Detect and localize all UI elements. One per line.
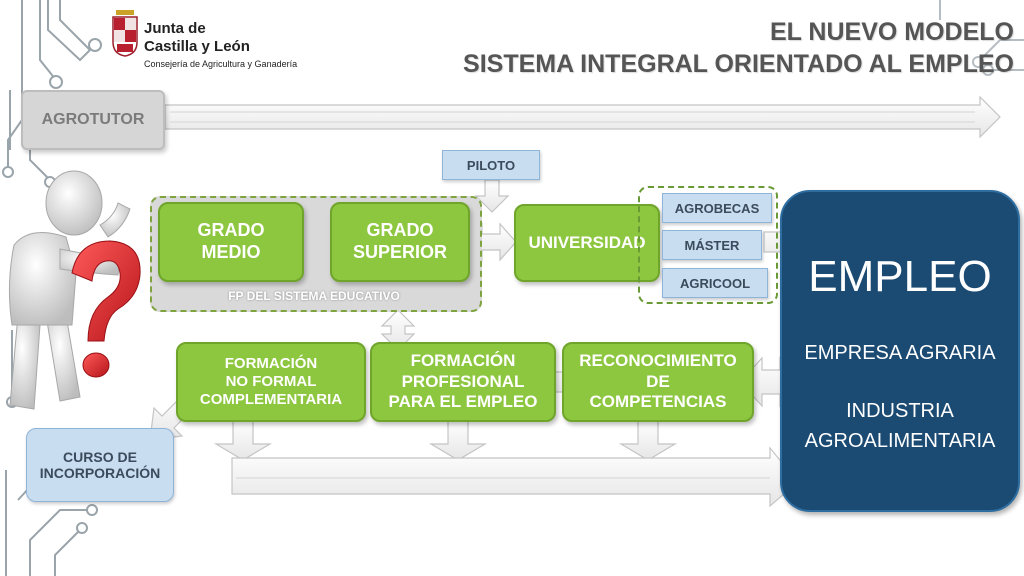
bottom-to-empleo-arrow <box>231 446 799 508</box>
empleo-item-2-line-2: AGROALIMENTARIA <box>804 430 996 452</box>
reconocimiento-line-3: COMPETENCIAS <box>589 392 727 412</box>
reconocimiento-box[interactable]: RECONOCIMIENTO DE COMPETENCIAS <box>562 342 754 422</box>
fp-empleo-line-1: FORMACIÓN <box>410 351 516 371</box>
fp-empleo-line-3: PARA EL EMPLEO <box>388 392 538 412</box>
agrotutor-arrow <box>164 95 1001 139</box>
piloto-box[interactable]: PILOTO <box>442 150 540 180</box>
empleo-title: EMPLEO <box>808 252 992 301</box>
master-box[interactable]: MÁSTER <box>662 230 762 260</box>
page-title-line-1: EL NUEVO MODELO <box>769 18 1014 46</box>
fp-group-label: FP DEL SISTEMA EDUCATIVO <box>228 289 400 303</box>
logo-subtitle: Consejería de Agricultura y Ganadería <box>144 59 298 69</box>
agrobecas-label: AGROBECAS <box>674 200 760 216</box>
formacion-profesional-box[interactable]: FORMACIÓN PROFESIONAL PARA EL EMPLEO <box>370 342 556 422</box>
thinking-figure-icon <box>8 170 141 410</box>
curso-line-2: INCORPORACIÓN <box>39 465 161 481</box>
agricool-box[interactable]: AGRICOOL <box>662 268 768 298</box>
down-arrow-2 <box>428 419 488 461</box>
logo-line-2: Castilla y León <box>144 38 250 55</box>
piloto-label: PILOTO <box>466 157 516 173</box>
down-arrow-3 <box>618 419 678 461</box>
formacion-no-formal-box[interactable]: FORMACIÓN NO FORMAL COMPLEMENTARIA <box>176 342 366 422</box>
universidad-box[interactable]: UNIVERSIDAD <box>514 204 660 282</box>
down-arrow-1 <box>213 419 273 461</box>
logo-line-1: Junta de <box>144 20 206 37</box>
universidad-label: UNIVERSIDAD <box>528 232 646 252</box>
grado-superior-box[interactable]: GRADO SUPERIOR <box>330 202 470 282</box>
question-mark-icon <box>71 240 141 378</box>
page-title-line-2: SISTEMA INTEGRAL ORIENTADO AL EMPLEO <box>463 50 1014 78</box>
no-formal-line-1: FORMACIÓN <box>224 355 318 372</box>
curso-incorporacion-box[interactable]: CURSO DE INCORPORACIÓN <box>26 428 174 502</box>
fp-empleo-line-2: PROFESIONAL <box>401 371 525 391</box>
agrobecas-box[interactable]: AGROBECAS <box>662 193 772 223</box>
agrotutor-label: AGROTUTOR <box>41 111 145 128</box>
no-formal-line-3: COMPLEMENTARIA <box>199 391 343 408</box>
curso-line-1: CURSO DE <box>63 449 137 465</box>
master-label: MÁSTER <box>684 237 740 253</box>
coat-of-arms-icon <box>112 10 138 57</box>
piloto-down-arrow <box>474 179 510 213</box>
reconocimiento-line-2: DE <box>646 371 670 391</box>
empleo-item-1: EMPRESA AGRARIA <box>804 342 996 364</box>
circuit-decoration <box>939 0 1024 76</box>
no-formal-line-2: NO FORMAL <box>225 373 317 390</box>
grado-superior-line-1: GRADO <box>366 220 434 241</box>
reconocimiento-line-1: RECONOCIMIENTO <box>579 351 737 371</box>
agrotutor-box[interactable]: AGROTUTOR <box>21 90 165 150</box>
postgrad-group <box>638 186 778 304</box>
grado-medio-line-2: MEDIO <box>201 242 261 262</box>
empleo-box[interactable]: EMPLEO EMPRESA AGRARIA INDUSTRIA AGROALI… <box>780 190 1020 512</box>
agricool-label: AGRICOOL <box>679 275 751 291</box>
grado-medio-line-1: GRADO <box>197 220 265 241</box>
grado-medio-box[interactable]: GRADO MEDIO <box>158 202 304 282</box>
empleo-item-2-line-1: INDUSTRIA <box>846 400 954 422</box>
grado-superior-line-2: SUPERIOR <box>352 242 448 262</box>
